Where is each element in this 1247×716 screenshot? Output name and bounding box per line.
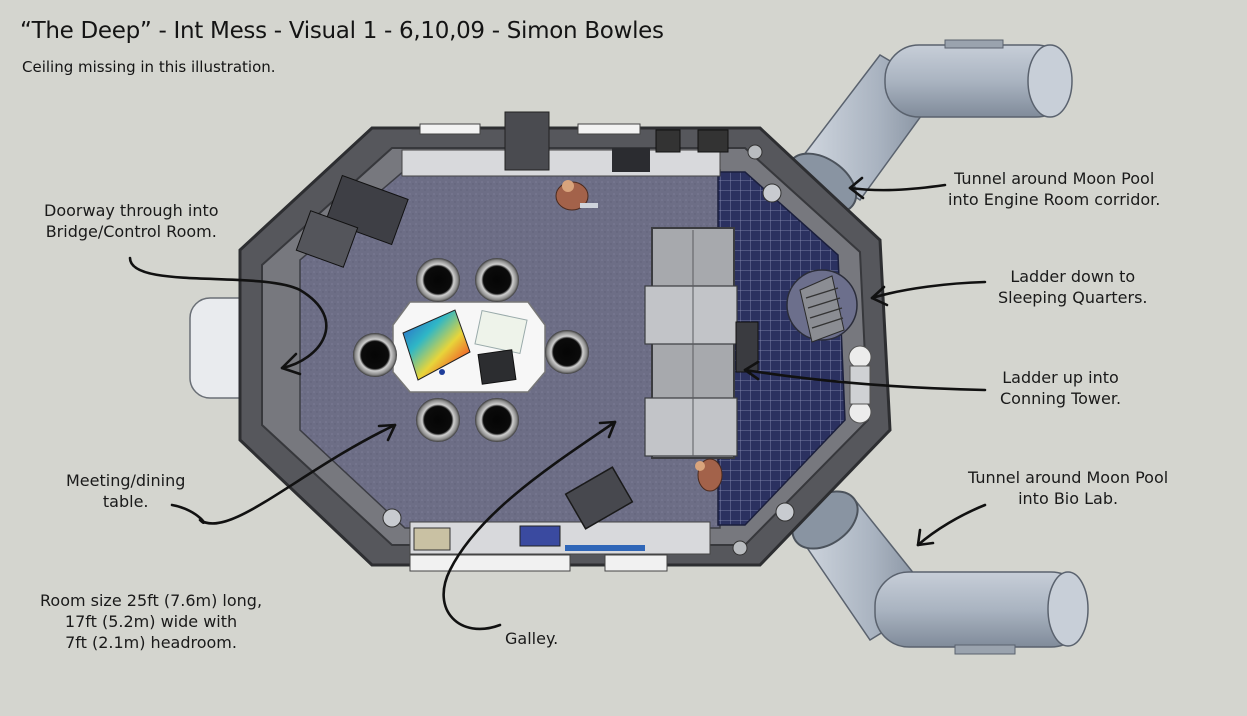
page-title: “The Deep” - Int Mess - Visual 1 - 6,10,…: [20, 18, 664, 44]
tunnel-bio-arrow: [916, 503, 987, 547]
ladder-up-label-line-2: Conning Tower.: [1000, 389, 1122, 408]
doorway-label-line-1: Doorway through into: [44, 201, 219, 220]
tunnel-bio-label-line-2: into Bio Lab.: [1018, 489, 1119, 508]
doorway-label: Doorway through into Bridge/Control Room…: [44, 200, 219, 242]
top-counter-units: [401, 111, 729, 177]
galley-chair: [564, 466, 634, 530]
galley-label: Galley.: [505, 628, 558, 649]
meeting-table-label-line-1: Meeting/dining: [66, 471, 186, 490]
meeting-table: [392, 301, 546, 393]
room-size-label: Room size 25ft (7.6m) long, 17ft (5.2m) …: [40, 590, 262, 653]
tunnel-engine-arrow: [848, 176, 947, 200]
galley-island: [644, 227, 759, 459]
ladder-down-label: Ladder down to Sleeping Quarters.: [998, 266, 1148, 308]
bio-lab-tunnel-tube: [791, 490, 1089, 655]
meeting-table-label-line-2: table.: [102, 492, 149, 511]
ladder-up-arrow: [743, 360, 987, 392]
room-size-line-2: 17ft (5.2m) wide with: [64, 612, 238, 631]
ladder-up-label: Ladder up into Conning Tower.: [1000, 367, 1121, 409]
doorway-label-line-2: Bridge/Control Room.: [45, 222, 217, 241]
tunnel-engine-label-line-2: into Engine Room corridor.: [948, 190, 1161, 209]
ladder-up-label-line-1: Ladder up into: [1002, 368, 1119, 387]
crew-figure-bottom: [695, 458, 723, 492]
room-size-line-3: 7ft (2.1m) headroom.: [65, 633, 237, 652]
conning-tower-ladder-fixtures: [848, 345, 872, 424]
engine-room-tunnel-tube: [786, 39, 1073, 214]
galley-counter-units: [409, 521, 711, 572]
ladder-down-label-line-2: Sleeping Quarters.: [998, 288, 1148, 307]
bridge-console: [295, 174, 409, 268]
tunnel-engine-label-line-1: Tunnel around Moon Pool: [954, 169, 1155, 188]
galley-label-line-1: Galley.: [505, 629, 559, 648]
galley-arrow: [442, 420, 617, 631]
ladder-down-label-line-1: Ladder down to: [1010, 267, 1136, 286]
tunnel-engine-label: Tunnel around Moon Pool into Engine Room…: [948, 168, 1160, 210]
ladder-down-well: [786, 269, 858, 343]
tunnel-bio-label-line-1: Tunnel around Moon Pool: [968, 468, 1169, 487]
meeting-table-label: Meeting/dining table.: [66, 470, 185, 512]
table-seats: [353, 258, 589, 442]
tunnel-bio-label: Tunnel around Moon Pool into Bio Lab.: [968, 467, 1168, 509]
page-subtitle: Ceiling missing in this illustration.: [22, 58, 276, 76]
doorway-arrow: [128, 256, 328, 376]
crew-figure-top: [555, 180, 598, 211]
meeting-table-arrow: [170, 423, 397, 525]
ladder-down-arrow: [870, 280, 987, 307]
grate-floor: [717, 171, 846, 526]
room-size-line-1: Room size 25ft (7.6m) long,: [40, 591, 263, 610]
hull-junction-rings: [382, 144, 795, 556]
